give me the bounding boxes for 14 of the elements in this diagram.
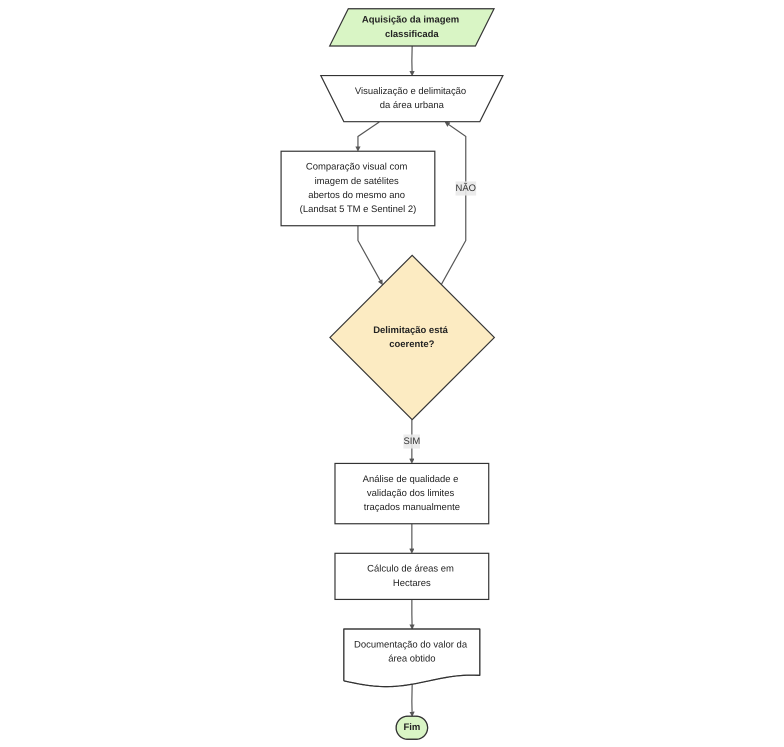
- node-box: Cálculo de áreas em Hectares: [334, 552, 490, 600]
- node-diamond: Delimitação está coerente?: [329, 254, 496, 420]
- arrow: [409, 46, 415, 76]
- arrow: [357, 225, 383, 284]
- arrow: [409, 598, 415, 630]
- arrow: [409, 523, 414, 554]
- edge-label: NÃO: [456, 182, 476, 193]
- edge-label: SIM: [403, 436, 420, 446]
- node-box: Comparação visual com imagem de satélites abertos do mesmo ano (Landsat 5 TM e Sentinel 2): [280, 150, 436, 226]
- node-box: Análise de qualidade e validação dos limites traçados manualmente: [334, 462, 490, 524]
- arrow: [355, 120, 380, 151]
- arrow: [409, 684, 415, 716]
- arrow: [440, 121, 466, 284]
- arrow: [409, 419, 414, 464]
